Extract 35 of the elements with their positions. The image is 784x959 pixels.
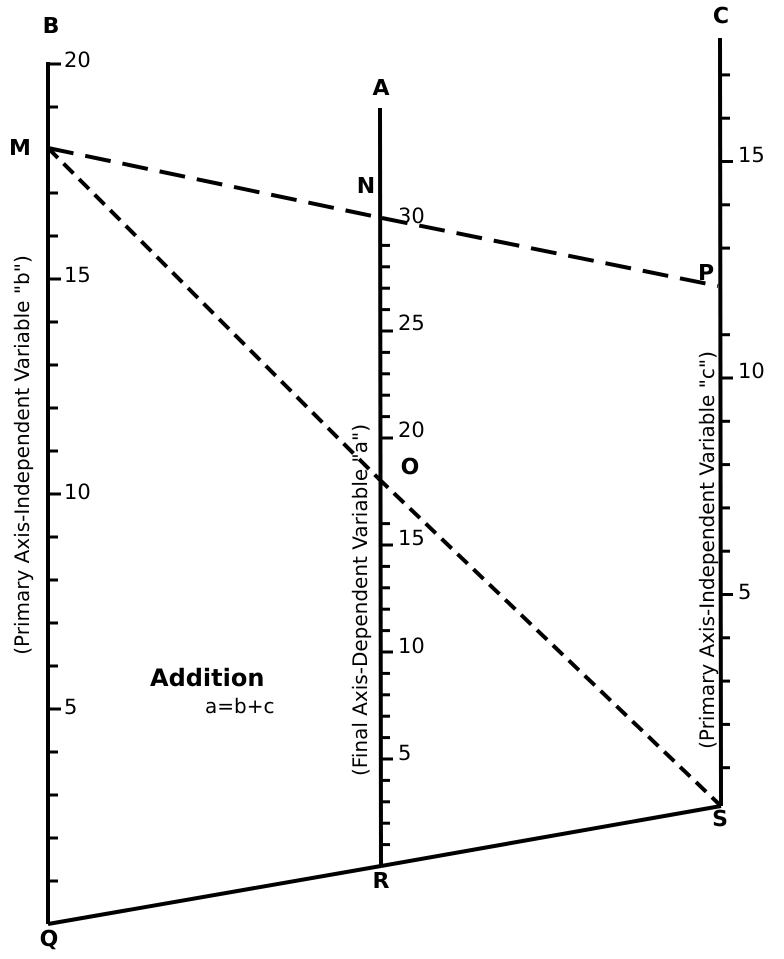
connector-line (48, 864, 382, 926)
axis-title: (Primary Axis-Independent Variable "c") (694, 350, 720, 751)
scale-number: 5 (398, 743, 412, 764)
point-letter: Q (36, 926, 62, 954)
formula-text: a=b+c (205, 696, 274, 716)
point-letter: B (38, 14, 64, 40)
scale-number: 20 (64, 50, 91, 71)
dashed-line (382, 216, 718, 288)
connector-line (378, 108, 383, 866)
scale-number: 10 (738, 361, 765, 382)
connector-line (380, 804, 722, 868)
scale-number: 15 (64, 265, 91, 286)
dashed-line (376, 476, 722, 808)
scale-number: 15 (738, 145, 765, 166)
scale-number: 15 (398, 528, 425, 549)
point-letter: N (354, 175, 378, 199)
scale-number: 20 (398, 420, 425, 441)
scale-number: 10 (64, 482, 91, 503)
point-letter: A (368, 76, 394, 102)
scale-number: 25 (398, 313, 425, 334)
connector-line (46, 62, 50, 924)
scale-number: 10 (398, 636, 425, 657)
scale-number: 5 (64, 697, 78, 718)
point-letter: C (708, 4, 734, 30)
axis-title: (Final Axis-Dependent Variable "a") (347, 423, 373, 778)
dashed-line (46, 146, 380, 480)
point-letter: R (368, 868, 394, 896)
point-letter: P (694, 262, 718, 286)
point-letter: M (6, 136, 34, 162)
connector-line (718, 38, 723, 806)
operation-label: Addition (150, 666, 264, 690)
point-letter: O (398, 456, 422, 480)
scale-number: 5 (738, 582, 752, 603)
axis-title: (Primary Axis-Independent Variable "b") (9, 254, 35, 657)
point-letter: S (706, 806, 734, 834)
